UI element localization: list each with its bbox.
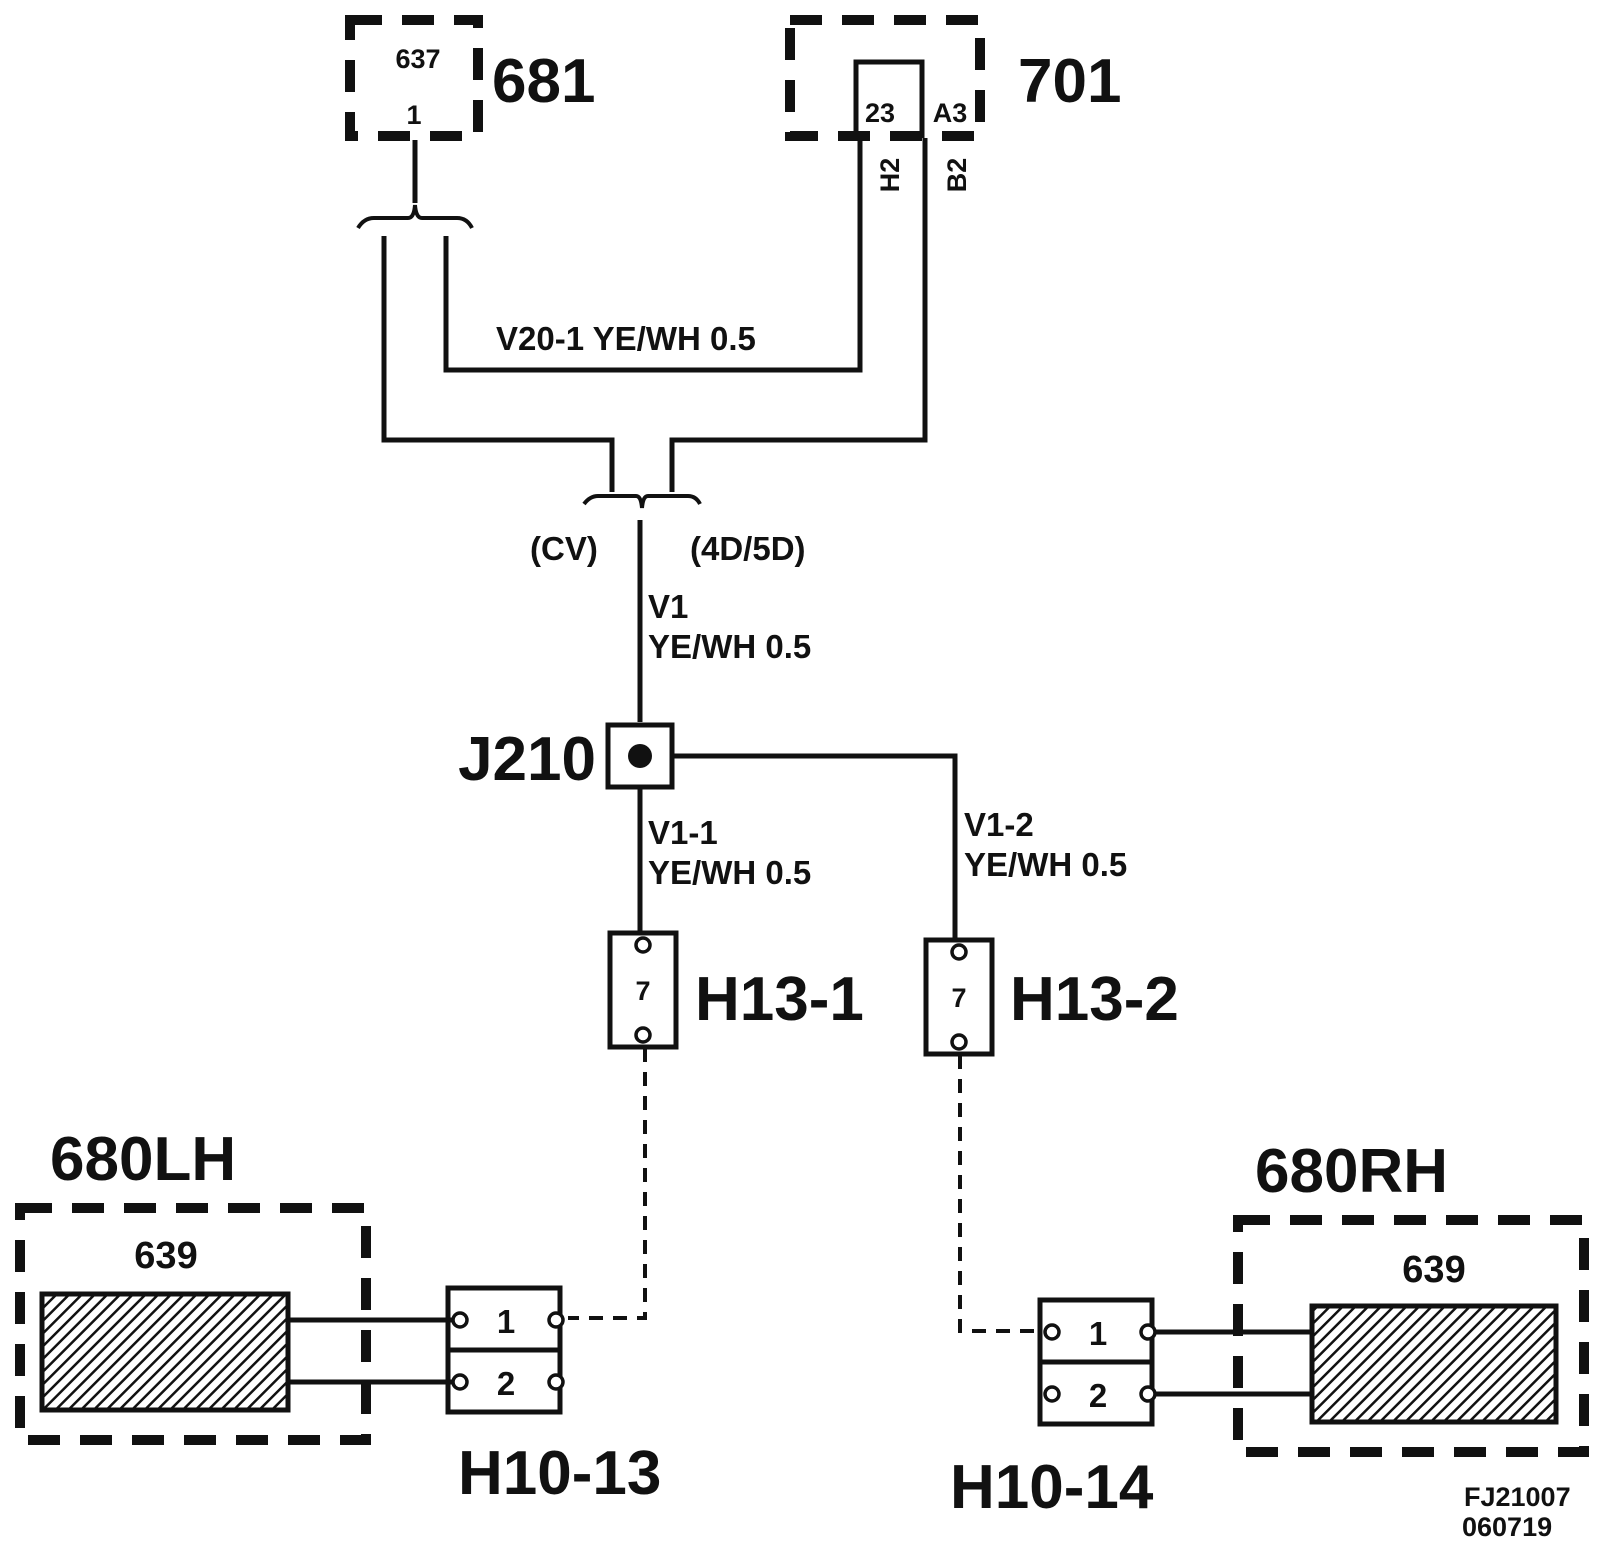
component-701-pin-23: 23: [865, 98, 895, 128]
wire-v20-1: [443, 138, 863, 373]
wire-v1-2: V1-2 YE/WH 0.5: [672, 753, 1127, 943]
connector-h10-14-pin-1: 1: [1089, 1315, 1107, 1352]
component-680lh-boundary: [15, 1203, 371, 1445]
connector-h13-2-pin-number: 7: [951, 983, 966, 1013]
splice-j210-node: [628, 744, 652, 768]
connector-h10-13-pin-2: 2: [497, 1365, 515, 1402]
wire-v1-1: V1-1 YE/WH 0.5: [637, 787, 811, 935]
brace-variants: [582, 494, 702, 509]
connector-h10-14-pin-2-right: [1139, 1385, 1157, 1403]
wire-v1-1-spec: YE/WH 0.5: [648, 854, 811, 891]
variant-cv-label: (CV): [530, 530, 598, 567]
wire-v1-2-name: V1-2: [964, 806, 1034, 843]
component-681-boundary: [345, 15, 483, 141]
wire-v1-spec: YE/WH 0.5: [648, 628, 811, 665]
connector-h10-13-label: H10-13: [458, 1439, 661, 1508]
wire-v1-1-name: V1-1: [648, 814, 718, 851]
drawing-code: FJ21007: [1464, 1482, 1571, 1512]
component-681: 637 1 681: [345, 15, 595, 141]
component-681-pin-label: 1: [406, 100, 421, 130]
component-681-connector-label: 637: [395, 44, 440, 74]
component-701-pin-housing: [853, 59, 925, 138]
wire-b2-label: B2: [942, 158, 972, 193]
harness-run-right: [958, 1055, 1040, 1333]
harness-run-left: [568, 1048, 647, 1320]
component-701-label: 701: [1018, 47, 1121, 116]
connector-h10-14: 1 2 H10-14: [950, 1297, 1157, 1522]
component-680lh-element: [39, 1291, 291, 1413]
connector-h10-13-pin-1-right: [547, 1311, 565, 1329]
wire-v1-2-spec: YE/WH 0.5: [964, 846, 1127, 883]
wire-v1: V1 YE/WH 0.5: [637, 520, 811, 722]
connector-h10-14-pin-2: 2: [1089, 1377, 1107, 1414]
wire-h2-label: H2: [875, 158, 905, 193]
connector-h13-2-label: H13-2: [1010, 965, 1179, 1034]
component-680lh-inner-label: 639: [134, 1235, 197, 1277]
connector-h10-14-pin-1-right: [1139, 1323, 1157, 1341]
connector-h13-1: 7 H13-1: [607, 930, 864, 1050]
connector-h10-13-pin-2-left: [451, 1373, 469, 1391]
component-680rh: 680RH 639: [1155, 1137, 1589, 1457]
connector-h13-1-pin-top: [634, 936, 652, 954]
connector-h10-14-pin-2-left: [1043, 1385, 1061, 1403]
connector-h10-13-pin-1: 1: [497, 1303, 515, 1340]
wire-v1-name: V1: [648, 588, 688, 625]
connector-h10-13-pin-1-left: [451, 1311, 469, 1329]
connector-h13-1-pin-number: 7: [635, 976, 650, 1006]
brace-681: [356, 204, 474, 230]
component-680rh-label: 680RH: [1255, 1137, 1448, 1206]
variant-4d5d-label: (4D/5D): [690, 530, 806, 567]
connector-h10-13-pin-2-right: [547, 1373, 565, 1391]
wire-4d5d: [669, 138, 928, 492]
component-680rh-inner-label: 639: [1402, 1249, 1465, 1291]
component-680rh-element: [1309, 1303, 1559, 1425]
wire-v20-1-label: V20-1 YE/WH 0.5: [496, 320, 756, 357]
connector-h13-2: 7 H13-2: [923, 937, 1179, 1057]
connector-h10-13: 1 2 H10-13: [445, 1285, 661, 1508]
connector-h13-1-pin-bottom: [634, 1026, 652, 1044]
drawing-date: 060719: [1462, 1512, 1552, 1542]
component-680lh-label: 680LH: [50, 1125, 236, 1194]
upper-wiring: V20-1 YE/WH 0.5 (CV) (4D/5D): [356, 138, 928, 567]
splice-j210: J210: [458, 722, 675, 794]
connector-h13-2-pin-top: [950, 943, 968, 961]
component-701-pin-a3: A3: [933, 98, 968, 128]
connector-h13-1-label: H13-1: [695, 965, 864, 1034]
connector-h10-14-label: H10-14: [950, 1453, 1154, 1522]
wire-cv: [381, 236, 615, 492]
component-681-label: 681: [492, 47, 595, 116]
splice-j210-label: J210: [458, 725, 596, 794]
component-680rh-boundary: [1233, 1215, 1589, 1457]
connector-h10-14-pin-1-left: [1043, 1323, 1061, 1341]
connector-h13-2-pin-bottom: [950, 1033, 968, 1051]
component-701: 23 A3 701 H2 B2: [785, 15, 1121, 193]
component-680lh: 680LH 639: [15, 1125, 453, 1445]
wire-v1-2-line: [672, 753, 958, 943]
